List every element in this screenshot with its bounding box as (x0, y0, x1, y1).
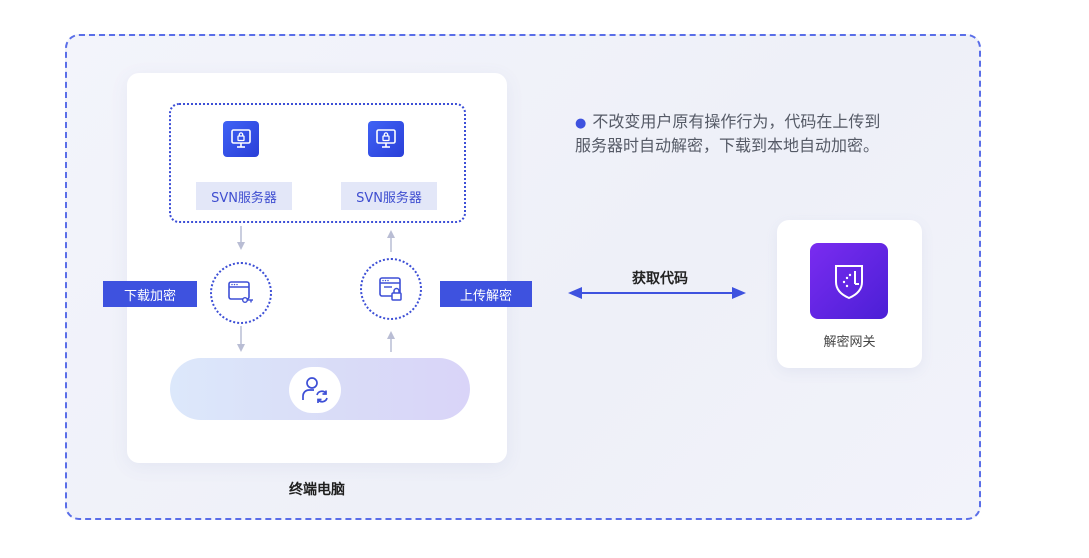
arrow-down-head-bottom (237, 344, 245, 352)
note-line-1-text: 不改变用户原有操作行为，代码在上传到 (592, 112, 881, 131)
bullet-icon: ● (575, 116, 587, 131)
encrypt-circle (210, 262, 272, 324)
shield-icon (835, 265, 863, 300)
terminal-label: 终端电脑 (289, 482, 345, 498)
user-sync-icon (302, 377, 328, 403)
server-1-label: SVN服务器 (196, 182, 292, 210)
arrow-up-head-top (387, 230, 395, 238)
note-line-2: 服务器时自动解密，下载到本地自动加密。 (575, 136, 880, 155)
gateway-icon-box (810, 243, 888, 319)
lock-monitor-icon (231, 129, 251, 148)
note-line-1: ● 不改变用户原有操作行为，代码在上传到 (575, 111, 955, 135)
decrypt-circle (360, 258, 422, 320)
server-2-icon (368, 121, 404, 157)
upload-decrypt-tag: 上传解密 (440, 281, 532, 307)
lock-monitor-icon (376, 129, 396, 148)
server-2-label: SVN服务器 (341, 182, 437, 210)
server-group (169, 103, 466, 223)
download-encrypt-tag: 下载加密 (103, 281, 197, 307)
arrow-down-head-top (237, 242, 245, 250)
arrow-label: 获取代码 (632, 271, 688, 287)
description-note: ● 不改变用户原有操作行为，代码在上传到 服务器时自动解密，下载到本地自动加密。 (575, 111, 955, 157)
arrow-up-head-bottom (387, 331, 395, 339)
double-arrow-left-head (568, 287, 582, 299)
server-1-icon (223, 121, 259, 157)
window-key-icon (228, 281, 253, 304)
double-arrow-right-head (732, 287, 746, 299)
window-lock-icon (379, 277, 402, 301)
user-button (289, 367, 341, 413)
gateway-label: 解密网关 (823, 335, 876, 350)
